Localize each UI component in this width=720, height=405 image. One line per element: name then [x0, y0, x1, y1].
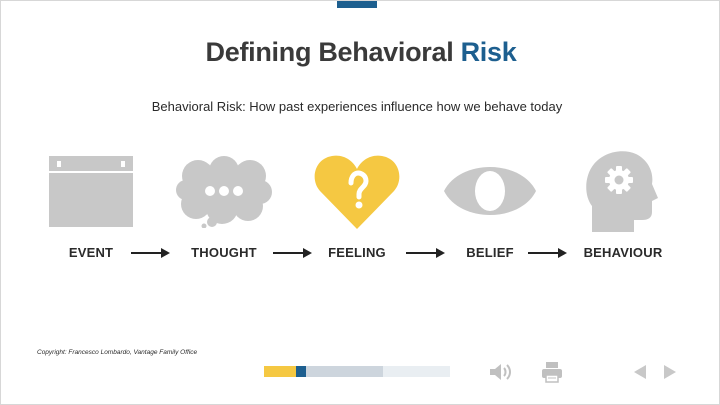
- step-label-feeling: FEELING: [328, 245, 386, 260]
- top-accent-bar: [337, 1, 377, 8]
- page-title: Defining Behavioral Risk: [1, 37, 720, 68]
- arrow-right-icon: [273, 248, 312, 258]
- title-accent: Risk: [460, 37, 517, 67]
- step-label-event: EVENT: [68, 245, 114, 260]
- step-label-belief: BELIEF: [466, 245, 514, 260]
- progress-handle[interactable]: [296, 366, 306, 377]
- progress-buffered: [264, 366, 383, 377]
- progress-played: [264, 366, 296, 377]
- previous-icon[interactable]: [633, 364, 647, 380]
- calendar-icon: [49, 156, 133, 227]
- volume-icon[interactable]: [489, 363, 513, 381]
- next-icon[interactable]: [663, 364, 677, 380]
- arrow-right-icon: [528, 248, 567, 258]
- arrow-right-icon: [406, 248, 445, 258]
- heart-question-icon: [314, 155, 400, 229]
- progress-bar[interactable]: [264, 366, 450, 377]
- arrow-right-icon: [131, 248, 170, 258]
- copyright-text: Copyright: Francesco Lombardo, Vantage F…: [37, 349, 198, 356]
- head-gear-icon: [586, 151, 658, 232]
- step-label-thought: THOUGHT: [191, 245, 257, 260]
- eye-icon: [444, 167, 536, 215]
- page-subtitle: Behavioral Risk: How past experiences in…: [151, 99, 563, 114]
- step-label-behaviour: BEHAVIOUR: [583, 245, 663, 260]
- thought-bubble-icon: [176, 156, 272, 228]
- print-icon[interactable]: [541, 361, 563, 383]
- title-main: Defining Behavioral: [205, 37, 454, 67]
